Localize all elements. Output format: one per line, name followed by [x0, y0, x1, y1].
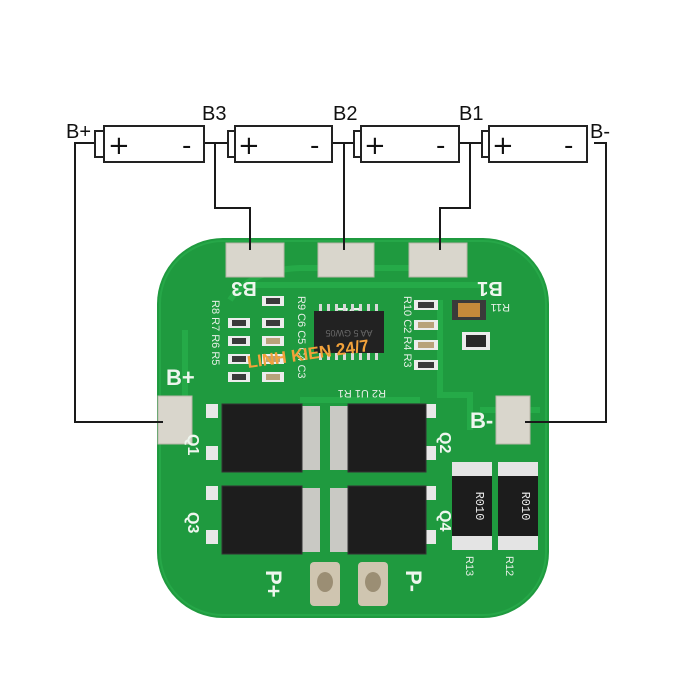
pcb-traces: [182, 265, 540, 430]
silk-text-mid-2: R2 U1 R1: [338, 387, 386, 399]
silk-b3: B3: [231, 277, 257, 299]
sense-resistor-r12: R010: [498, 462, 538, 550]
silk-q1: Q1: [184, 434, 201, 455]
cell-3-minus: -: [436, 131, 445, 161]
cell-4-minus: -: [564, 131, 573, 161]
silk-text-left-1: R8 R7 R6 R5: [209, 300, 221, 365]
pad-b-plus: [157, 395, 193, 445]
label-b1: B1: [459, 103, 483, 125]
silk-q4: Q4: [436, 510, 453, 531]
battery-cell-4: + -: [481, 125, 588, 163]
label-b3: B3: [202, 103, 226, 125]
battery-cell-1: + -: [94, 125, 205, 163]
silk-b1: B1: [477, 277, 503, 299]
mosfet-q1: [206, 403, 320, 473]
cell-1-plus: +: [108, 131, 130, 161]
pad-b3: [225, 242, 285, 278]
wire-b-plus: [74, 142, 163, 423]
silk-b-plus: B+: [166, 365, 195, 390]
cell-1-minus: -: [182, 131, 191, 161]
mosfet-q3: [206, 485, 320, 555]
cell-4-plus: +: [492, 131, 514, 161]
battery-cell-3: + -: [353, 125, 460, 163]
cell-3-plus: +: [364, 131, 386, 161]
pad-b2: [317, 242, 375, 278]
silk-q2: Q2: [436, 432, 453, 453]
cell-2-plus: +: [238, 131, 260, 161]
battery-cell-2: + -: [227, 125, 333, 163]
silk-r12: R12: [503, 556, 515, 576]
silk-text-mid-1: R10 C2 R4 R3: [401, 296, 413, 368]
silk-text-left-2: R9 C6 C5 C4 C3: [295, 296, 307, 379]
silk-p-minus: P-: [401, 570, 426, 592]
sense-resistor-r13: R010: [452, 462, 492, 550]
label-b-plus: B+: [66, 121, 91, 143]
ic-chip: AA 5 GW05: [314, 304, 384, 360]
silk-q3: Q3: [184, 512, 201, 533]
pad-b1: [408, 242, 468, 278]
label-b2: B2: [333, 103, 357, 125]
wire-b3: [214, 143, 251, 250]
mosfet-q2: [330, 403, 436, 473]
pcb-board: B3 B2 B1 B+ B- R8 R7 R6 R5 R9 C6 C: [157, 238, 549, 618]
mosfet-q4: [330, 485, 436, 555]
smd-cluster-right: [414, 300, 490, 370]
chip-marking: AA 5 GW05: [325, 328, 372, 338]
wire-b1: [439, 143, 471, 250]
label-b-minus: B-: [590, 121, 610, 143]
res-code-r13: R010: [472, 492, 486, 521]
res-code-r12: R010: [518, 492, 532, 521]
terminal-p-plus: [310, 562, 340, 606]
silk-r11: R11: [491, 301, 510, 313]
silk-r13: R13: [463, 556, 475, 576]
pad-b-minus: [495, 395, 531, 445]
silk-p-plus: P+: [261, 570, 286, 598]
silk-b-minus: B-: [470, 408, 493, 433]
smd-cluster-left: [228, 296, 284, 382]
terminal-p-minus: [358, 562, 388, 606]
wiring: [74, 142, 607, 423]
cell-2-minus: -: [310, 131, 319, 161]
wire-b-minus: [525, 142, 607, 423]
